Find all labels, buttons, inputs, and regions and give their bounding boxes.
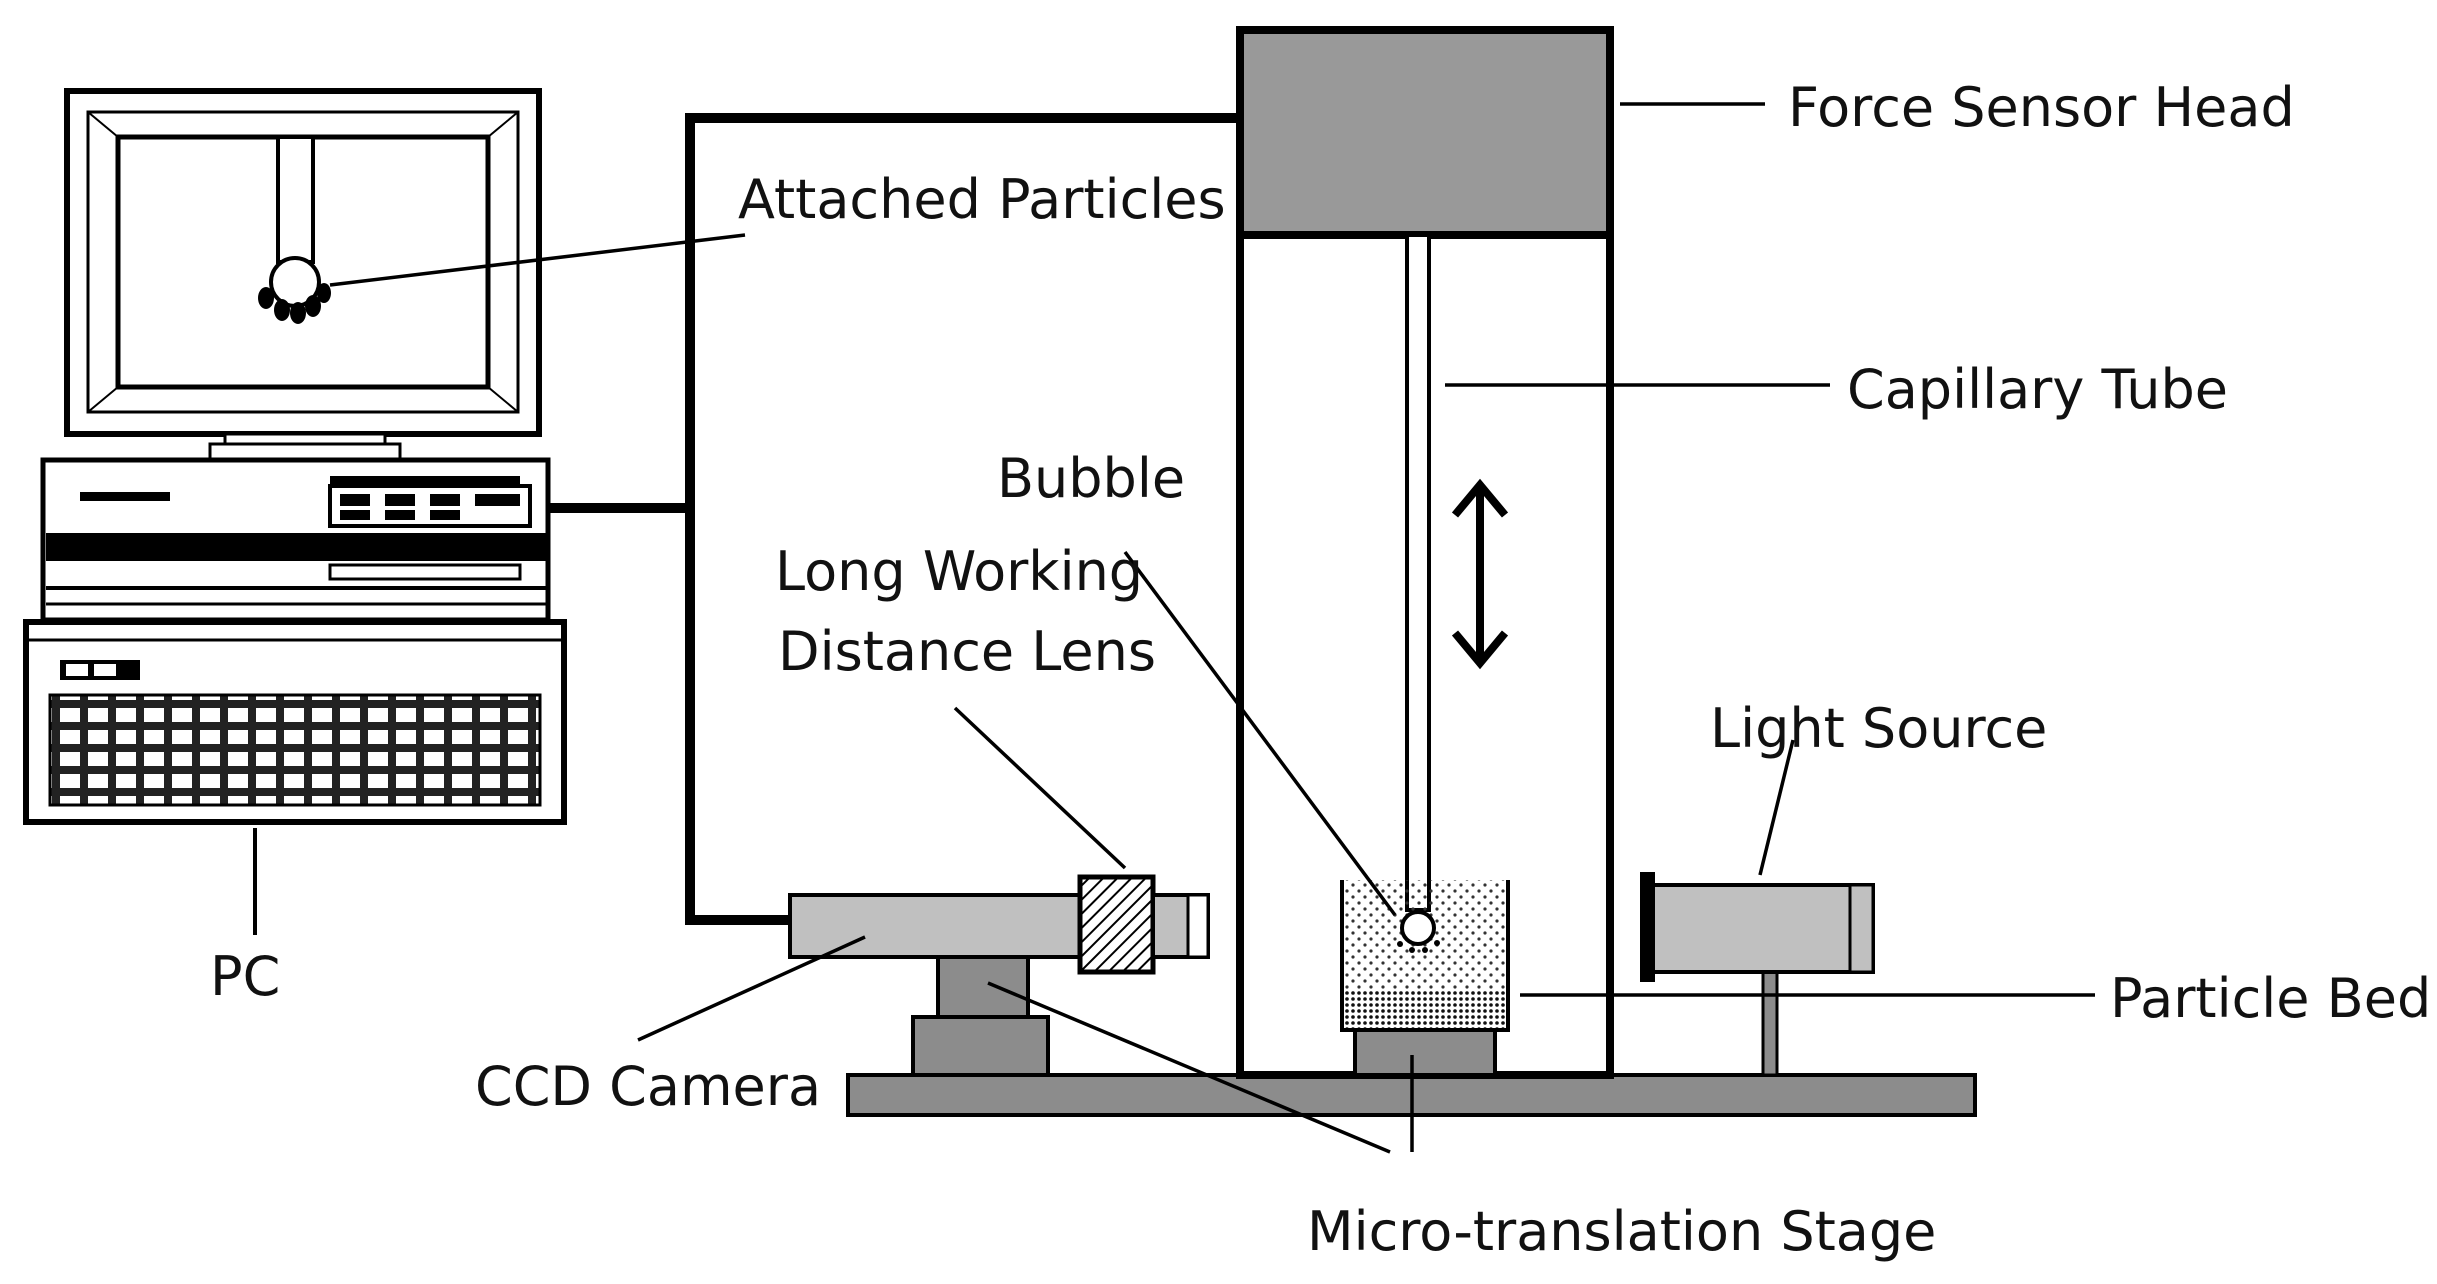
label-light-source: Light Source (1710, 697, 2047, 760)
label-pc: PC (210, 945, 280, 1008)
double-arrow-icon (1451, 478, 1509, 670)
label-attached-particles: Attached Particles (738, 168, 1226, 231)
capillary-tube (1405, 233, 1431, 912)
ccd-camera-body (788, 893, 1082, 959)
label-lens-line1: Long Working (775, 540, 1143, 603)
leader-lines (329, 102, 2095, 1154)
light-source-body (1651, 883, 1875, 974)
labels: Force Sensor Head Attached Particles Cap… (210, 76, 2431, 1263)
computer-case (40, 457, 551, 623)
camera-mount-base (911, 1015, 1050, 1077)
label-capillary-tube: Capillary Tube (1847, 358, 2228, 421)
keyboard (23, 619, 567, 825)
lens-ring (1077, 874, 1156, 975)
leader-light-source (1758, 739, 1795, 876)
micro-translation-stage (1353, 1028, 1497, 1077)
force-sensor-stand (1236, 26, 1614, 1079)
leader-stage-camera (987, 981, 1391, 1154)
label-bubble: Bubble (997, 447, 1185, 510)
label-particle-bed: Particle Bed (2110, 967, 2431, 1030)
label-micro-translation-stage: Micro-translation Stage (1307, 1200, 1936, 1263)
leader-ccd-camera (637, 935, 866, 1042)
cables (548, 113, 1240, 925)
leader-bubble (1123, 550, 1397, 917)
pc-computer (23, 88, 567, 935)
leader-attached-particles (329, 233, 746, 287)
light-source-lamp (1640, 872, 1655, 982)
label-lens-line2: Distance Lens (778, 620, 1156, 683)
light-source-assembly (1640, 872, 1875, 1077)
leader-lens (953, 706, 1127, 870)
bubble (1400, 910, 1436, 946)
force-sensor-head (1236, 26, 1614, 239)
light-source-post (1761, 970, 1779, 1077)
ccd-camera-assembly (788, 874, 1210, 1077)
monitor (64, 88, 542, 462)
label-force-sensor-head: Force Sensor Head (1788, 76, 2295, 139)
label-ccd-camera: CCD Camera (475, 1055, 821, 1118)
camera-mount-post (936, 955, 1030, 1019)
particle-bed-sediment (1342, 990, 1508, 1030)
